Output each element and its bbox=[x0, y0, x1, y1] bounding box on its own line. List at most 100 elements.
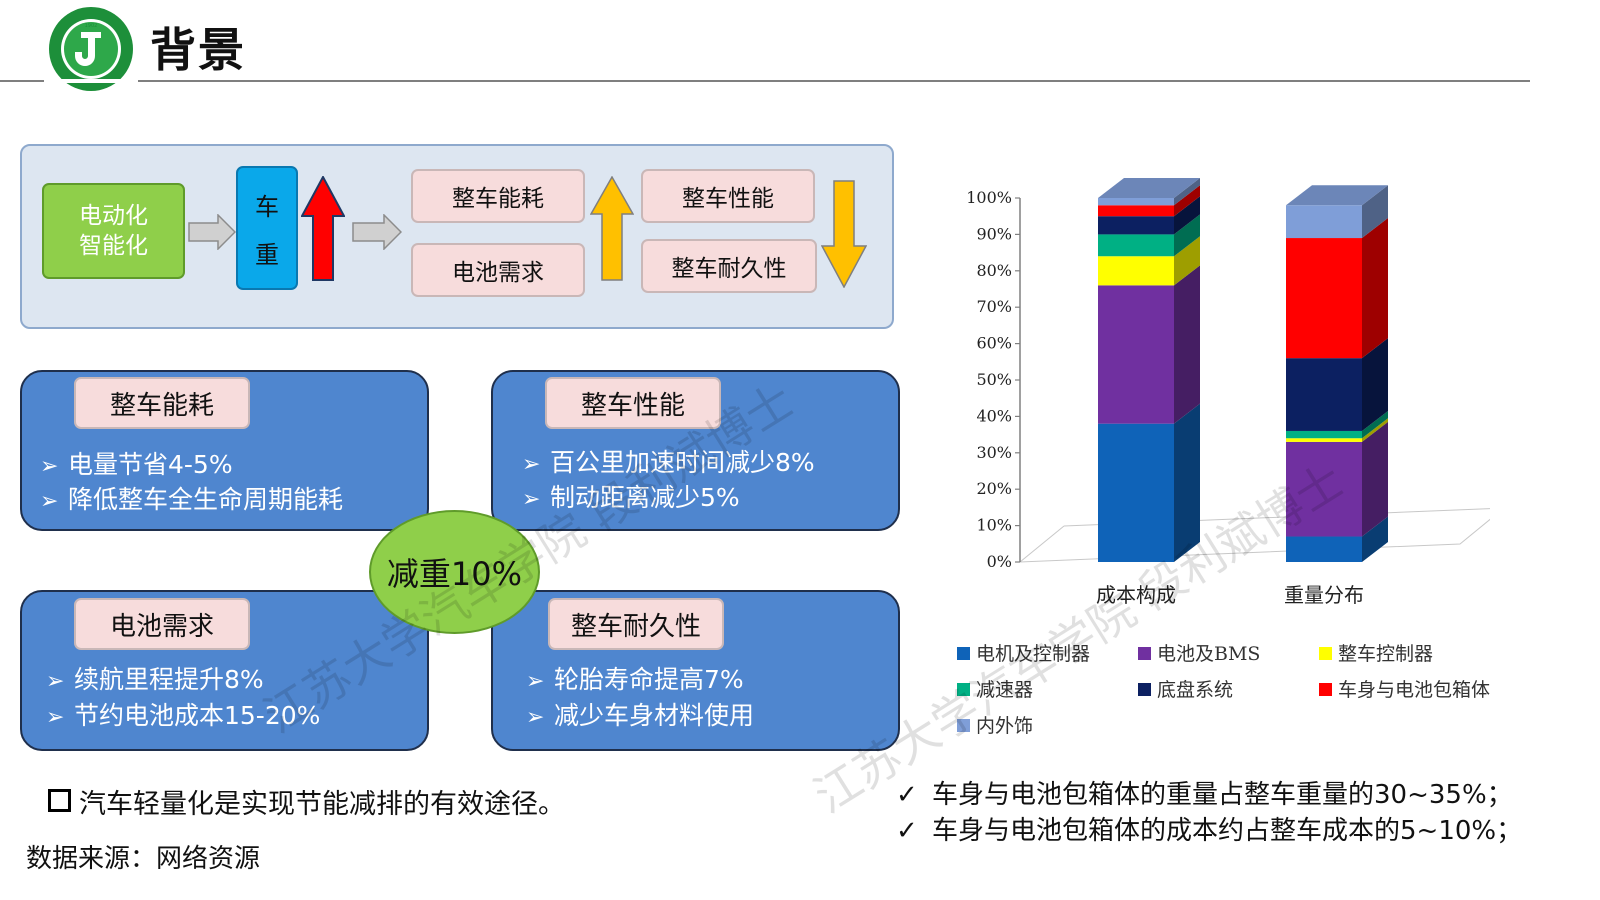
weight-reduction-ellipse: 减重10% bbox=[369, 510, 540, 634]
bar-segment bbox=[1098, 285, 1174, 424]
bar-segment bbox=[1098, 205, 1174, 217]
header-divider-gap bbox=[44, 79, 138, 83]
electrification-box: 电动化 智能化 bbox=[42, 183, 185, 279]
bar-segment bbox=[1286, 441, 1362, 537]
bullet-text: 制动距离减少5% bbox=[550, 483, 740, 512]
check-item: ✓ 车身与电池包箱体的重量占整车重量的30~35%； bbox=[896, 774, 1513, 811]
bar-top bbox=[1286, 185, 1388, 206]
y-tick-label: 0% bbox=[987, 552, 1012, 571]
triangle-bullet-icon: ➢ bbox=[526, 705, 545, 730]
bullet-item: ➢ 节约电池成本15-20% bbox=[46, 696, 320, 732]
triangle-bullet-icon: ➢ bbox=[46, 669, 65, 694]
flow-start-line-2: 智能化 bbox=[79, 233, 148, 259]
bullet-item: ➢ 续航里程提升8% bbox=[46, 660, 264, 696]
chart-frame bbox=[1019, 198, 1490, 563]
result-box-battery: 电池需求 bbox=[411, 243, 585, 297]
bullet-text: 续航里程提升8% bbox=[74, 665, 264, 694]
bar-segment-side bbox=[1362, 516, 1388, 562]
vehicle-weight-box: 车 重 bbox=[236, 166, 298, 290]
up-arrow-icon bbox=[590, 176, 634, 281]
y-tick-label: 60% bbox=[976, 334, 1012, 353]
bullet-text: 降低整车全生命周期能耗 bbox=[68, 485, 344, 514]
triangle-bullet-icon: ➢ bbox=[526, 669, 545, 694]
triangle-bullet-icon: ➢ bbox=[522, 487, 541, 512]
bar-segment-side bbox=[1362, 218, 1388, 359]
legend-item: 减速器 bbox=[957, 675, 1033, 702]
legend-label: 底盘系统 bbox=[1157, 679, 1234, 701]
legend-label: 电机及控制器 bbox=[976, 643, 1091, 665]
bullet-text: 电量节省4-5% bbox=[68, 450, 233, 479]
y-tick-label: 80% bbox=[976, 261, 1012, 280]
bar-segment bbox=[1286, 358, 1362, 431]
bullet-text: 减少车身材料使用 bbox=[554, 701, 755, 730]
bullet-item: ➢ 轮胎寿命提高7% bbox=[526, 660, 744, 696]
bar-segment bbox=[1286, 430, 1362, 439]
bar-segment-side bbox=[1174, 265, 1200, 424]
legend-swatch bbox=[1138, 647, 1151, 660]
bar-segment-side bbox=[1362, 421, 1388, 537]
bar-segment-side bbox=[1174, 178, 1200, 206]
bar-segment bbox=[1098, 256, 1174, 286]
bar-segment-side bbox=[1362, 410, 1388, 439]
legend-item: 电池及BMS bbox=[1138, 639, 1260, 666]
bar-segment bbox=[1286, 205, 1362, 239]
bar-segment bbox=[1098, 234, 1174, 257]
bullet-text: 轮胎寿命提高7% bbox=[554, 665, 744, 694]
y-tick-label: 90% bbox=[976, 224, 1012, 243]
conclusion-line: 汽车轻量化是实现节能减排的有效途径。 bbox=[48, 782, 565, 821]
y-tick-label: 20% bbox=[976, 479, 1012, 498]
result-box-durability: 整车耐久性 bbox=[641, 239, 817, 293]
svg-text:1902: 1902 bbox=[85, 23, 98, 29]
legend-item: 底盘系统 bbox=[1138, 675, 1233, 702]
stacked-bar-chart: 0%10%20%30%40%50%60%70%80%90%100%成本构成重量分… bbox=[966, 178, 1490, 607]
triangle-bullet-icon: ➢ bbox=[46, 705, 65, 730]
flow-mid-char-1: 车 bbox=[255, 192, 279, 221]
up-arrow-icon bbox=[301, 176, 345, 281]
card-title-durability: 整车耐久性 bbox=[548, 598, 724, 650]
legend-label: 内外饰 bbox=[976, 715, 1034, 737]
legend-swatch bbox=[957, 683, 970, 696]
y-tick-label: 10% bbox=[976, 516, 1012, 535]
y-tick-label: 30% bbox=[976, 443, 1012, 462]
legend-item: 电机及控制器 bbox=[957, 639, 1090, 666]
bar-top bbox=[1098, 178, 1200, 198]
bullet-text: 百公里加速时间减少8% bbox=[550, 448, 815, 477]
bar-segment-side bbox=[1174, 236, 1200, 286]
legend-swatch bbox=[1138, 683, 1151, 696]
square-bullet-icon bbox=[48, 789, 71, 812]
legend-label: 电池及BMS bbox=[1157, 643, 1261, 665]
flow-mid-char-2: 重 bbox=[255, 240, 279, 269]
result-box-energy: 整车能耗 bbox=[411, 169, 585, 223]
triangle-bullet-icon: ➢ bbox=[40, 454, 59, 479]
y-tick-label: 70% bbox=[976, 297, 1012, 316]
legend-swatch bbox=[957, 647, 970, 660]
page-title: 背景 bbox=[150, 23, 246, 77]
bullet-text: 节约电池成本15-20% bbox=[74, 701, 321, 730]
bar-segment bbox=[1098, 216, 1174, 235]
bar-segment bbox=[1098, 198, 1174, 206]
bar-segment bbox=[1098, 423, 1174, 562]
conclusion-text: 汽车轻量化是实现节能减排的有效途径。 bbox=[79, 789, 565, 820]
chart-frame bbox=[1019, 525, 1065, 563]
check-icon: ✓ bbox=[896, 780, 918, 810]
legend-item: 整车控制器 bbox=[1319, 639, 1433, 666]
bar-segment-side bbox=[1174, 214, 1200, 257]
flow-start-line-1: 电动化 bbox=[79, 203, 148, 229]
check-item: ✓车身与电池包箱体的成本约占整车成本的5~10%； bbox=[896, 810, 1522, 847]
triangle-bullet-icon: ➢ bbox=[40, 489, 59, 514]
bullet-item: ➢ 电量节省4-5% bbox=[40, 445, 233, 481]
legend-swatch bbox=[957, 719, 970, 732]
check-text: 车身与电池包箱体的成本约占整车成本的5~10%； bbox=[932, 816, 1523, 846]
bar-segment-side bbox=[1174, 196, 1200, 235]
y-tick-label: 40% bbox=[976, 406, 1012, 425]
right-arrow-icon bbox=[352, 214, 402, 250]
check-text: 车身与电池包箱体的重量占整车重量的30~35%； bbox=[932, 780, 1513, 810]
bar-segment bbox=[1286, 238, 1362, 359]
data-source: 数据来源：网络资源 bbox=[26, 844, 261, 874]
bar-segment-side bbox=[1362, 418, 1388, 442]
bar-segment bbox=[1286, 536, 1362, 562]
header-divider bbox=[0, 80, 1530, 82]
x-tick-label: 重量分布 bbox=[1284, 583, 1364, 607]
bullet-item: ➢ 降低整车全生命周期能耗 bbox=[40, 480, 343, 516]
down-arrow-icon bbox=[821, 180, 867, 288]
